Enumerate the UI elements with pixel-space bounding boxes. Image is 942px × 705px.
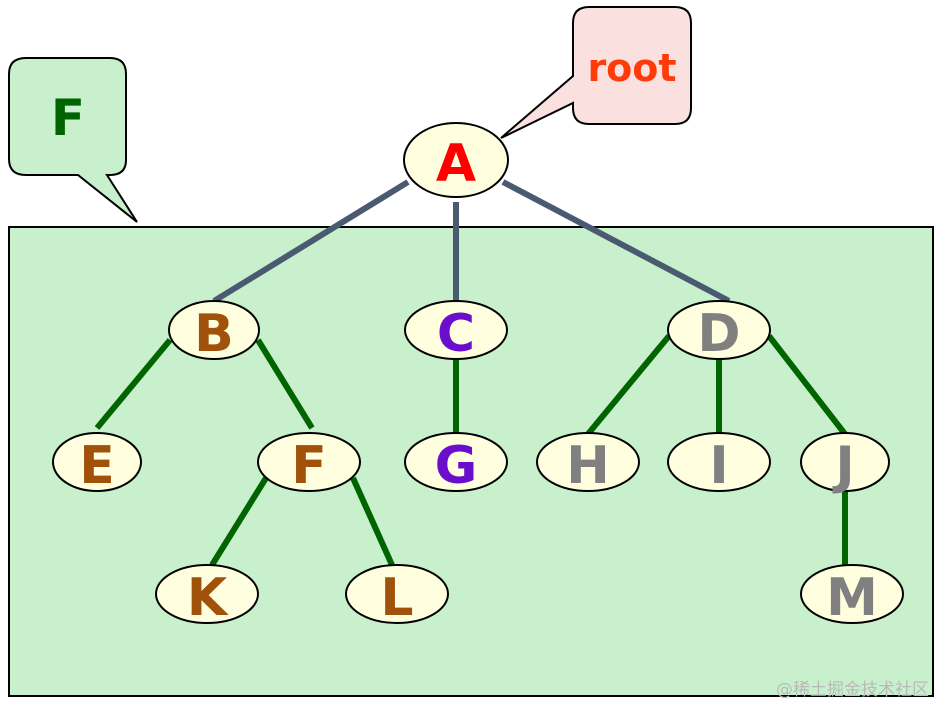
edge-a-b xyxy=(212,179,410,304)
callout-bubble xyxy=(500,6,692,139)
node-a: A xyxy=(403,122,509,198)
node-ellipse xyxy=(800,432,890,492)
node-label: D xyxy=(697,304,740,364)
subtree-callout: F xyxy=(8,57,138,223)
node-ellipse xyxy=(168,300,260,360)
node-label: K xyxy=(187,568,229,628)
node-ellipse xyxy=(667,432,771,492)
callout-text: F xyxy=(51,89,85,147)
node-label: B xyxy=(194,304,234,364)
node-d: D xyxy=(667,300,771,364)
node-label: C xyxy=(437,304,475,364)
watermark: @稀土掘金技术社区 xyxy=(776,680,929,700)
node-j: J xyxy=(800,432,890,496)
node-ellipse xyxy=(52,432,142,492)
edge-a-d xyxy=(501,179,731,304)
node-k: K xyxy=(155,564,259,628)
edge-b-e xyxy=(94,338,173,430)
nodes: A B C D E F G H I J K L M xyxy=(52,122,904,628)
node-g: G xyxy=(404,432,508,496)
node-c: C xyxy=(404,300,508,364)
node-m: M xyxy=(800,564,904,628)
edge-b-f xyxy=(255,338,315,430)
node-e: E xyxy=(52,432,142,496)
edge-f-k xyxy=(209,476,269,567)
node-label: A xyxy=(436,134,476,194)
node-label: E xyxy=(79,436,115,496)
node-ellipse xyxy=(345,564,449,624)
callout-bubble xyxy=(8,57,138,223)
edges xyxy=(94,179,848,567)
node-ellipse xyxy=(404,300,508,360)
node-label: M xyxy=(826,568,878,628)
edge-f-l xyxy=(350,476,395,567)
node-i: I xyxy=(667,432,771,496)
node-label: L xyxy=(380,568,413,628)
node-ellipse xyxy=(536,432,640,492)
node-ellipse xyxy=(667,300,771,360)
node-h: H xyxy=(536,432,640,496)
node-label: F xyxy=(291,436,327,496)
root-callout: root xyxy=(500,6,692,139)
edge-d-j xyxy=(766,334,848,436)
callout-text: root xyxy=(587,46,676,90)
node-b: B xyxy=(168,300,260,364)
node-l: L xyxy=(345,564,449,628)
node-label: H xyxy=(566,436,610,496)
node-label: G xyxy=(435,436,478,496)
node-ellipse xyxy=(404,432,508,492)
edge-d-h xyxy=(585,334,672,436)
node-ellipse xyxy=(403,122,509,198)
node-label: J xyxy=(832,436,854,496)
node-ellipse xyxy=(155,564,259,624)
node-label: I xyxy=(709,436,728,496)
node-ellipse xyxy=(800,564,904,624)
node-f: F xyxy=(257,432,361,496)
node-ellipse xyxy=(257,432,361,492)
